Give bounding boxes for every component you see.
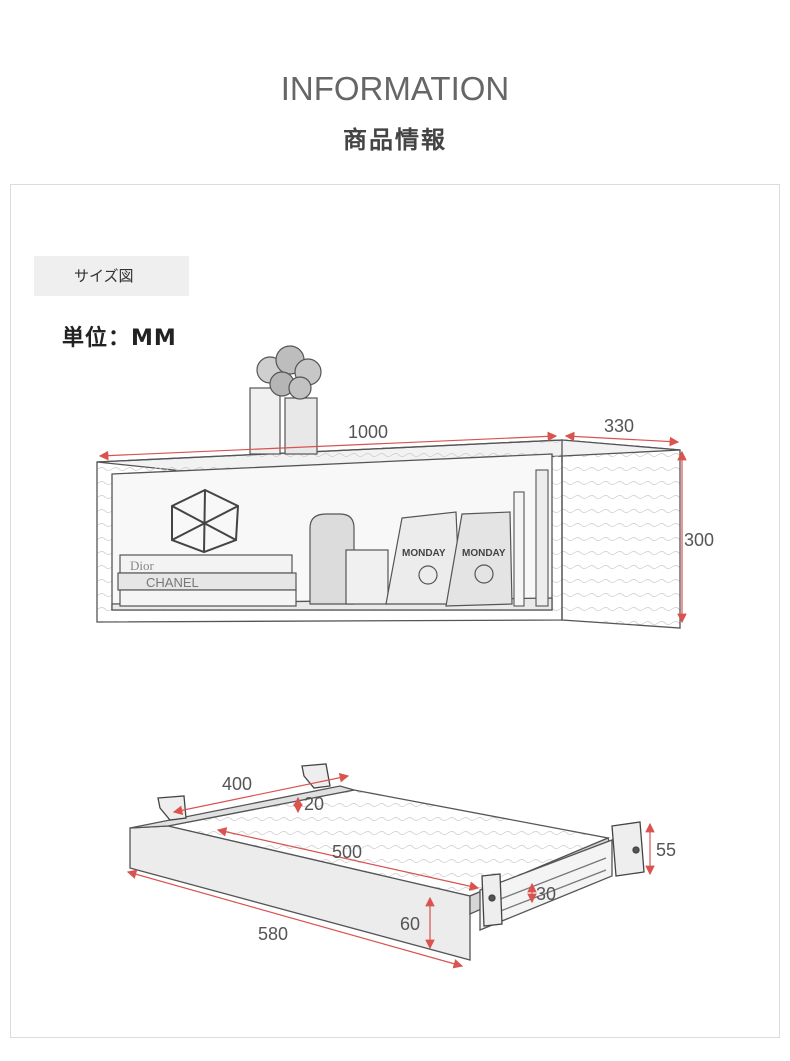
shelf-side-panel <box>561 439 681 629</box>
dim-tray-width: 580 <box>258 924 288 944</box>
dim-tray-bracket: 55 <box>656 840 676 860</box>
book-label-dior: Dior <box>130 558 155 573</box>
dim-line-width <box>98 431 558 461</box>
tray-dimensions <box>126 773 655 969</box>
vase-plant <box>249 345 322 455</box>
book-label-chanel: CHANEL <box>146 575 199 590</box>
header-title-en: INFORMATION <box>280 70 510 107</box>
jar-objects <box>309 513 389 605</box>
bag-label-2: MONDAY <box>462 548 506 559</box>
tray-illustration <box>129 785 613 961</box>
dim-line-depth <box>564 431 680 447</box>
size-diagram-tag: サイズ図 <box>34 256 189 296</box>
upright-book <box>513 469 549 607</box>
dim-tray-lip: 20 <box>304 794 324 814</box>
geometric-ornament <box>171 488 240 554</box>
dim-line-tray-width <box>126 869 464 969</box>
dim-line-tray-depth <box>172 773 350 815</box>
bag-label-1: MONDAY <box>402 548 446 559</box>
unit-label: 単位：MM <box>62 326 177 351</box>
bracket-front-right <box>611 821 645 877</box>
dim-tray-inner: 500 <box>332 842 362 862</box>
dim-tray-depth: 400 <box>222 774 252 794</box>
shelf-dimensions <box>98 431 687 624</box>
dim-tray-front-h: 60 <box>400 914 420 934</box>
coffee-bags <box>385 511 513 607</box>
dim-tray-rail: 30 <box>536 884 556 904</box>
tray-rail <box>479 839 613 931</box>
bracket-back-left <box>157 795 187 821</box>
dim-shelf-height: 300 <box>684 530 714 550</box>
book-stack <box>117 554 297 607</box>
dim-shelf-depth: 330 <box>604 416 634 436</box>
header-title-jp: 商品情報 <box>343 126 447 154</box>
dim-shelf-width: 1000 <box>348 422 388 442</box>
